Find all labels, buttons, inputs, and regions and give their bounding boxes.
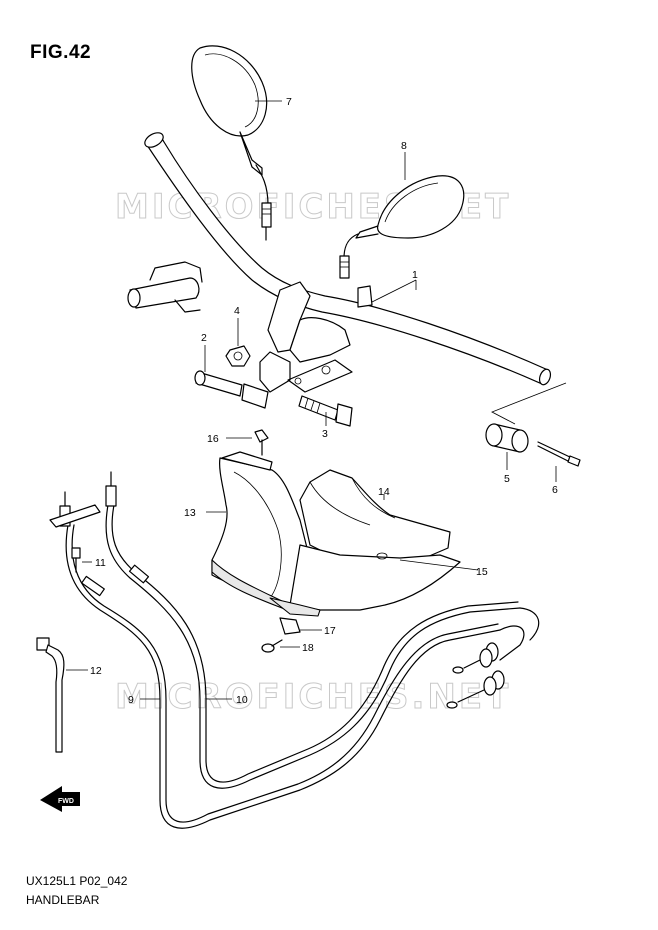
fwd-badge-label: FWD bbox=[58, 798, 74, 805]
part-label-4: 4 bbox=[234, 305, 240, 317]
throttle-cables bbox=[65, 504, 540, 829]
nut-part-4 bbox=[225, 345, 251, 367]
handlebar-cover-lower bbox=[269, 544, 461, 617]
part-label-15: 15 bbox=[476, 566, 488, 578]
fwd-badge: FWD bbox=[40, 786, 80, 812]
part-label-14: 14 bbox=[378, 486, 390, 498]
part-label-9: 9 bbox=[128, 694, 134, 706]
screw-part-6 bbox=[537, 441, 581, 467]
cable-adjusters bbox=[446, 642, 505, 709]
screw-part-16 bbox=[254, 429, 269, 456]
part-label-8: 8 bbox=[401, 140, 407, 152]
handlebar-cover-rear bbox=[299, 469, 451, 561]
part-label-5: 5 bbox=[504, 473, 510, 485]
bar-end-weight bbox=[485, 423, 529, 453]
bolt-part-2 bbox=[194, 370, 269, 409]
handlebar bbox=[127, 132, 552, 393]
cable-upper-ends bbox=[49, 471, 117, 528]
screw-part-18 bbox=[261, 639, 283, 653]
part-label-11: 11 bbox=[95, 557, 106, 569]
figure-name: HANDLEBAR bbox=[26, 893, 100, 907]
cut-line bbox=[491, 382, 567, 425]
part-label-18: 18 bbox=[302, 642, 314, 654]
watermark-bottom: MICROFICHES.NET bbox=[115, 677, 511, 717]
part-label-10: 10 bbox=[236, 694, 248, 706]
mirror-left bbox=[191, 45, 272, 241]
part-label-12: 12 bbox=[90, 665, 102, 677]
cable-tie bbox=[36, 637, 65, 753]
part-label-6: 6 bbox=[552, 484, 558, 496]
mirror-right bbox=[339, 175, 465, 279]
part-label-1: 1 bbox=[412, 269, 418, 281]
bolt-part-3 bbox=[298, 395, 353, 427]
part-label-7: 7 bbox=[286, 96, 292, 108]
part-label-3: 3 bbox=[322, 428, 328, 440]
figure-title: FIG.42 bbox=[30, 42, 92, 63]
leader-lines bbox=[66, 100, 557, 700]
part-label-2: 2 bbox=[201, 332, 207, 344]
part-label-17: 17 bbox=[324, 625, 336, 637]
part-label-13: 13 bbox=[184, 507, 196, 519]
screw-part-11 bbox=[71, 547, 81, 573]
clip-part-17 bbox=[279, 617, 301, 635]
part-label-16: 16 bbox=[207, 433, 219, 445]
figure-code: UX125L1 P02_042 bbox=[26, 874, 128, 888]
